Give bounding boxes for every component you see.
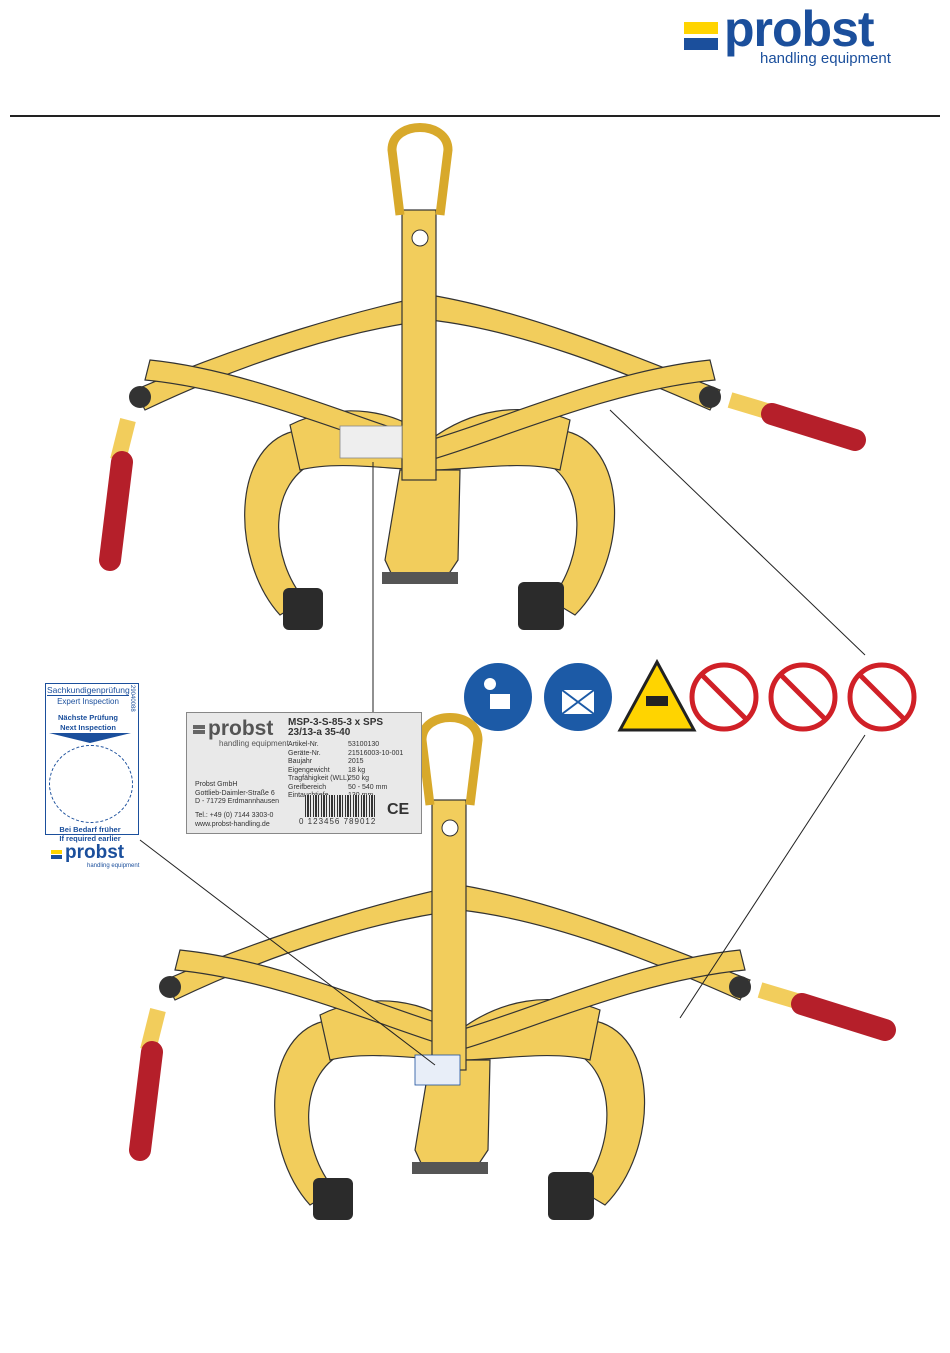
read-manual-icon: [464, 663, 532, 731]
spec-row: Artikel-Nr.53100130: [288, 741, 380, 748]
spec-row: Tragfähigkeit (WLL)250 kg: [288, 775, 370, 782]
logo-mark-yellow: [684, 22, 718, 34]
logo-subtitle: handling equipment: [760, 50, 891, 67]
nameplate-model: MSP-3-S-85-3 x SPS 23/13-a 35-40: [288, 718, 383, 738]
tag-line-6: If required earlier: [59, 834, 121, 843]
spec-row: Geräte-Nr.21516003-10-001: [288, 749, 404, 757]
leader-line-safety-top: [609, 409, 866, 656]
tag-line-5: Bei Bedarf früher: [59, 825, 121, 834]
tag-side-code: 29040088: [129, 685, 135, 712]
model-line-1: MSP-3-S-85-3 x SPS: [288, 717, 384, 728]
tag-date-circle: [49, 745, 133, 823]
nameplate-address: Probst GmbH Gottlieb-Daimler-Straße 6 D …: [195, 781, 280, 805]
no-tilting-load-icon: [847, 662, 917, 732]
barcode: [305, 795, 377, 817]
nameplate-contact: Tel.: +49 (0) 7144 3303-0 www.probst-han…: [195, 812, 274, 828]
probst-logo: probst handling equipment: [684, 1, 914, 72]
safety-icons-row: [464, 658, 917, 732]
tag-line-4: Next Inspection: [60, 723, 116, 732]
nameplate: probst handling equipment MSP-3-S-85-3 x…: [186, 712, 422, 834]
small-inspection-tag: [414, 1054, 461, 1086]
logo-mark-blue: [684, 38, 718, 50]
nameplate-logo-sub: handling equipment: [219, 739, 289, 748]
leader-line-safety-bottom: [679, 734, 866, 1019]
tag-line-1: Sachkundigenprüfung: [47, 685, 130, 696]
nameplate-logo-word: probst: [208, 717, 274, 740]
tag-line-3: Nächste Prüfung: [57, 713, 118, 722]
use-lifting-gear-icon: [544, 663, 612, 731]
ce-mark: CE: [387, 801, 410, 818]
tag-logo-word: probst: [65, 842, 125, 863]
no-standing-under-load-icon: [689, 662, 759, 732]
tag-arrow-icon: [49, 733, 131, 743]
model-line-2: 23/13-a 35-40: [288, 727, 351, 738]
leader-line-tag: [139, 839, 436, 1066]
tongs-top-view: [110, 128, 855, 631]
crush-hazard-icon: [617, 658, 697, 732]
tag-logo-sub: handling equipment: [87, 863, 140, 869]
header-rule: [10, 115, 940, 117]
logo-word: probst: [724, 1, 875, 57]
inspection-tag: Sachkundigenprüfung Expert Inspection Nä…: [45, 683, 139, 869]
nameplate-specs: Artikel-Nr.53100130 Geräte-Nr.21516003-1…: [288, 741, 403, 801]
barcode-number: 0 123456 789012: [299, 817, 377, 826]
no-transport-over-people-icon: [768, 662, 838, 732]
small-nameplate: [339, 425, 403, 459]
tag-line-2: Expert Inspection: [57, 697, 119, 706]
